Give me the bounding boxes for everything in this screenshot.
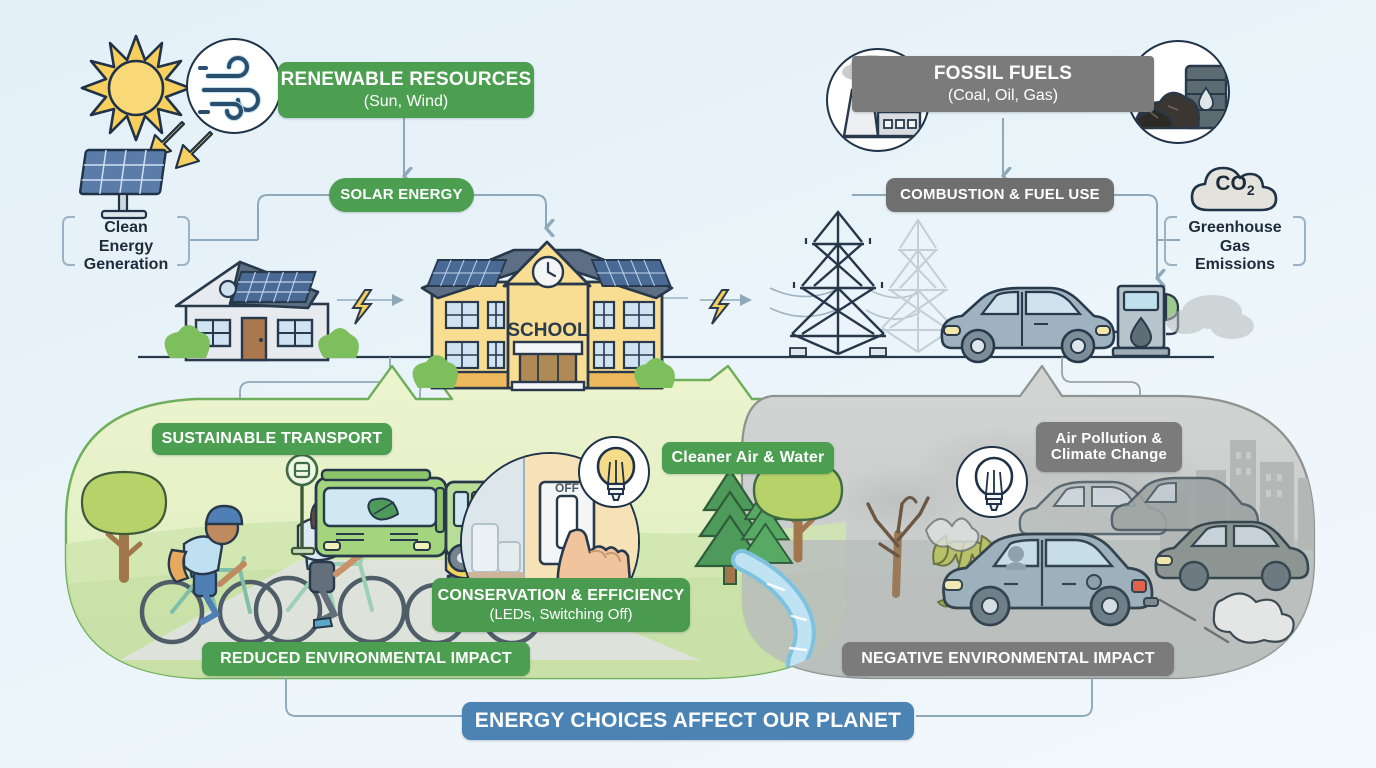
- bracket-left-icon: [1164, 216, 1177, 266]
- reduced-environmental-impact-label: REDUCED ENVIRONMENTAL IMPACT: [220, 650, 512, 668]
- sun-icon: [80, 34, 192, 142]
- solar-panel-icon: [78, 148, 167, 220]
- air-pollution-climate-change-badge[interactable]: Air Pollution & Climate Change: [1036, 422, 1182, 472]
- school-sign-text: SCHOOL: [507, 320, 589, 341]
- fossil-fuels-subtitle: (Coal, Oil, Gas): [947, 86, 1059, 104]
- renewable-resources-subtitle: (Sun, Wind): [363, 92, 449, 110]
- car-at-fuel-pump: [940, 286, 1136, 364]
- air-pollution-line-1: Air Pollution &: [1055, 429, 1163, 447]
- fuel-pump: [1111, 284, 1180, 358]
- cleaner-air-water-badge[interactable]: Cleaner Air & Water: [662, 442, 834, 474]
- conservation-efficiency-title: CONSERVATION & EFFICIENCY: [437, 587, 685, 605]
- sustainable-transport-label: SUSTAINABLE TRANSPORT: [161, 430, 383, 448]
- bus-stop-sign-icon: [285, 453, 319, 556]
- renewable-resources-badge[interactable]: RENEWABLE RESOURCES (Sun, Wind): [278, 62, 534, 118]
- combustion-fuel-use-label: COMBUSTION & FUEL USE: [900, 185, 1100, 203]
- greenhouse-line-2: Gas Emissions: [1194, 237, 1276, 274]
- bracket-left-icon: [62, 216, 75, 266]
- footer-banner-label: ENERGY CHOICES AFFECT OUR PLANET: [474, 708, 902, 732]
- co2-cloud-icon: CO2: [1190, 160, 1280, 214]
- negative-environmental-impact-label: NEGATIVE ENVIRONMENTAL IMPACT: [861, 650, 1155, 668]
- lightbulb-on-icon: [578, 436, 650, 508]
- fossil-fuels-title: FOSSIL FUELS: [933, 63, 1073, 85]
- deciduous-tree-icon: [752, 458, 844, 563]
- lightning-bolt-right: [708, 289, 731, 325]
- conservation-efficiency-subtitle: (LEDs, Switching Off): [489, 605, 633, 623]
- clean-energy-generation-label: Clean Energy Generation: [62, 214, 190, 273]
- wind-icon: [186, 38, 282, 134]
- clean-energy-line-2: Generation: [83, 256, 169, 274]
- tree-icon: [80, 470, 168, 583]
- traffic-jam-cars: [924, 476, 1310, 644]
- fossil-fuels-badge[interactable]: FOSSIL FUELS (Coal, Oil, Gas): [852, 56, 1154, 112]
- solar-energy-label: SOLAR ENERGY: [340, 185, 463, 203]
- cleaner-air-water-label: Cleaner Air & Water: [671, 449, 825, 467]
- bracket-right-icon: [1293, 216, 1306, 266]
- transmission-tower-back: [880, 218, 956, 353]
- co2-cloud-text: CO2: [1215, 172, 1255, 199]
- conservation-efficiency-badge[interactable]: CONSERVATION & EFFICIENCY (LEDs, Switchi…: [432, 578, 690, 632]
- sustainable-transport-badge[interactable]: SUSTAINABLE TRANSPORT: [152, 423, 392, 455]
- solar-energy-badge[interactable]: SOLAR ENERGY: [329, 178, 474, 212]
- dead-bare-tree-icon: [866, 496, 930, 598]
- house-with-solar-panels: [164, 260, 359, 362]
- greenhouse-gas-emissions-label: Greenhouse Gas Emissions: [1164, 214, 1306, 273]
- combustion-fuel-use-badge[interactable]: COMBUSTION & FUEL USE: [886, 178, 1114, 212]
- negative-environmental-impact-badge[interactable]: NEGATIVE ENVIRONMENTAL IMPACT: [842, 642, 1174, 676]
- renewable-resources-title: RENEWABLE RESOURCES: [280, 69, 532, 91]
- clean-river-icon: [731, 549, 833, 678]
- bracket-right-icon: [177, 216, 190, 266]
- clean-energy-line-1: Clean Energy: [98, 219, 154, 255]
- transmission-tower-front: [789, 210, 887, 357]
- lightning-bolt-left: [351, 289, 374, 325]
- reduced-environmental-impact-badge[interactable]: REDUCED ENVIRONMENTAL IMPACT: [202, 642, 530, 676]
- footer-banner[interactable]: ENERGY CHOICES AFFECT OUR PLANET: [462, 702, 914, 740]
- cyclist-child-blue-helmet: [139, 504, 283, 645]
- lightbulb-off-icon: [956, 446, 1028, 518]
- school-building-with-solar-panels: SCHOOL: [412, 240, 675, 392]
- exhaust-smoke-icon: [1166, 295, 1254, 339]
- greenhouse-line-1: Greenhouse: [1188, 219, 1282, 236]
- switch-off-text: OFF: [555, 481, 579, 495]
- air-pollution-line-2: Climate Change: [1050, 446, 1168, 463]
